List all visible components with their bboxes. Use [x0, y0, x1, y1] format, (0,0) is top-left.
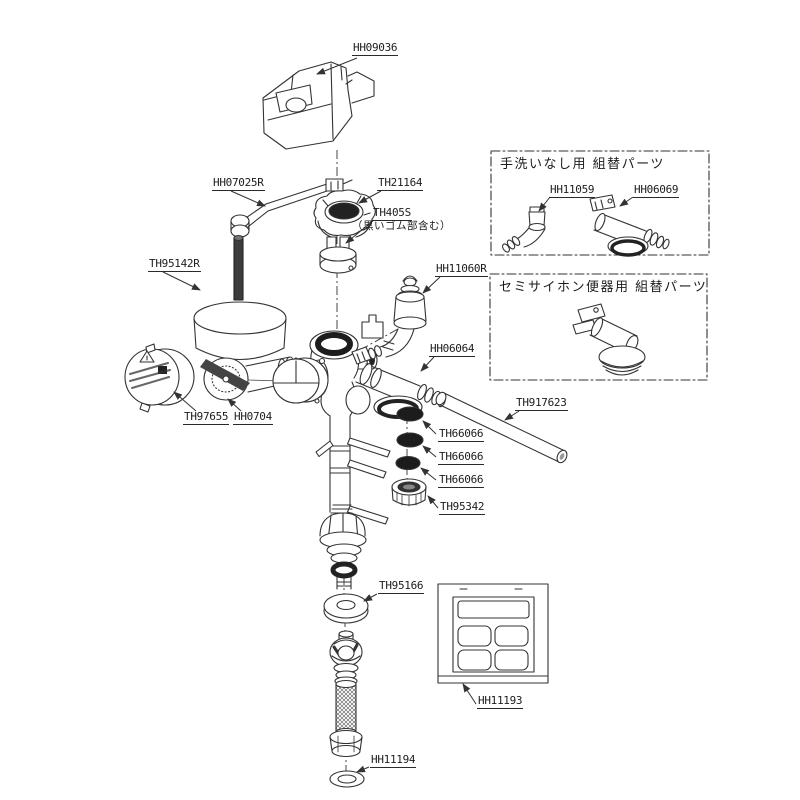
inset-title-semi-siphon: セミサイホン便器用 組替パーツ [499, 280, 708, 295]
callout-hh0704: HH0704 [233, 410, 273, 426]
callout-hh09036: HH09036 [352, 41, 399, 57]
hh11059-part [501, 206, 546, 253]
callout-hh07025r: HH07025R [212, 176, 265, 192]
leader-lines [162, 57, 634, 773]
inset-box-semi-siphon [489, 273, 708, 381]
hose-joint-part [329, 630, 363, 686]
float-arm-part [230, 178, 353, 238]
callout-th97655: TH97655 [183, 410, 230, 426]
semi-siphon-part [572, 303, 646, 376]
tube-nut-part [391, 478, 427, 507]
inset-title-no-handwash: 手洗いなし用 組替パーツ [500, 157, 665, 172]
callout-th95342: TH95342 [439, 500, 486, 516]
refill-tube-part [435, 391, 568, 464]
o-ring-parts [395, 406, 424, 471]
warning-cap-part [124, 343, 195, 413]
callout-hh06064: HH06064 [429, 342, 476, 358]
valve-body [272, 314, 395, 590]
callout-th66066-2: TH66066 [438, 450, 485, 466]
vacuum-breaker-part [362, 275, 427, 362]
flex-hose-part [329, 679, 363, 758]
callout-th405s-note: （黒いゴム部含む） [352, 220, 451, 232]
inset-box-no-handwash [490, 150, 710, 257]
callout-hh11194: HH11194 [370, 753, 417, 769]
callout-th405s: TH405S [372, 206, 412, 222]
float-cup-part [193, 301, 287, 361]
float-rod [233, 234, 244, 301]
callout-hh06069: HH06069 [633, 183, 680, 199]
callout-hh11060r: HH11060R [435, 262, 488, 278]
tank-cover-part [262, 61, 375, 150]
callout-hh11193: HH11193 [477, 694, 524, 710]
callout-th66066-3: TH66066 [438, 473, 485, 489]
spacer-panel-part [437, 583, 549, 684]
callout-hh11059: HH11059 [549, 183, 596, 199]
flat-washer-part [323, 593, 369, 624]
th405s-part [319, 236, 357, 274]
callout-th95166: TH95166 [378, 579, 425, 595]
hh06069-part [589, 194, 670, 257]
callout-th917623: TH917623 [515, 396, 568, 412]
callout-th95142r: TH95142R [148, 257, 201, 273]
callout-th66066-1: TH66066 [438, 427, 485, 443]
bottom-washer-part [329, 770, 365, 788]
callout-th21164: TH21164 [377, 176, 424, 192]
